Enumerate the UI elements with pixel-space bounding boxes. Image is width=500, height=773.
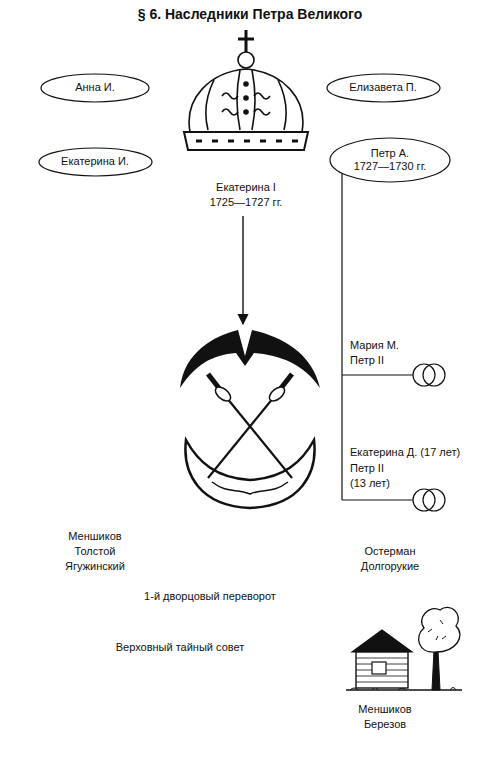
crown-pearl [244, 96, 248, 100]
marriage-note: Мария М. [350, 339, 399, 352]
house-window [372, 662, 386, 674]
event-note: 1-й дворцовый переворот [144, 590, 276, 603]
house-roof [352, 630, 412, 652]
exile-house-illustration [346, 607, 462, 690]
hat-fold [212, 482, 288, 494]
faction-name: Ягужинский [65, 560, 125, 573]
person-ellipse: Петр А.1727—1730 гг. [329, 137, 451, 183]
ellipse-shape [39, 148, 152, 176]
sword-blade [222, 392, 292, 478]
person-name: Анна И. [75, 81, 115, 94]
page-title: § 6. Наследники Петра Великого [0, 6, 500, 22]
marriage-note: Петр II [350, 462, 384, 475]
crown-illustration [184, 30, 308, 150]
house-wall [356, 652, 408, 688]
ellipse-text-holder: Петр А.1727—1730 гг. [329, 137, 451, 183]
crown-dome [189, 69, 303, 132]
ellipse-text-holder: Анна И. [40, 73, 150, 103]
ring-symbol [413, 364, 435, 386]
lineage-branch [342, 374, 413, 375]
person-name: Екатерина И. [61, 155, 129, 168]
ellipse-shape [330, 138, 450, 182]
exile-note: Меншиков [358, 703, 411, 716]
ellipse-shape [41, 74, 149, 102]
tree-trunk [432, 650, 440, 690]
crown-ornament [222, 93, 270, 115]
crown-base [184, 132, 308, 150]
person-ellipse: Екатерина И. [38, 147, 153, 177]
person-ellipse: Анна И. [40, 73, 150, 103]
institution-note: Верховный тайный совет [116, 641, 245, 654]
tree-leaves [428, 620, 446, 640]
house-logs [356, 658, 408, 682]
crown-cross [245, 30, 248, 52]
ellipse-shape [327, 74, 440, 102]
hat-brim [180, 330, 320, 388]
ground-line [346, 689, 462, 691]
reign-years: 1727—1730 гг. [354, 160, 427, 173]
hat-bowl [185, 440, 314, 508]
faction-name: Долгорукие [361, 560, 419, 573]
crown-cross [238, 38, 254, 41]
ring-symbol [423, 489, 445, 511]
hat-swords-illustration [180, 330, 320, 508]
person-name: Петр А. [371, 147, 409, 160]
person-ellipse: Елизавета П. [326, 73, 441, 103]
faction-name: Меншиков [68, 530, 121, 543]
crown-band [237, 70, 255, 130]
marriage-note: Петр II [350, 354, 384, 367]
lineage-line [341, 173, 342, 500]
ring-symbol [413, 489, 435, 511]
lineage-branch [342, 499, 413, 500]
ellipse-text-holder: Елизавета П. [326, 73, 441, 103]
ring-symbol [423, 364, 445, 386]
crown-orb [238, 52, 254, 68]
crown-band [206, 80, 286, 130]
crown-pearl [244, 82, 248, 86]
crown-base-ornament [196, 140, 298, 143]
faction-name: Остерман [365, 545, 416, 558]
succession-arrow [242, 216, 243, 324]
person-name: Елизавета П. [349, 81, 417, 94]
tree-crown [419, 607, 460, 652]
exile-note: Березов [364, 718, 406, 731]
reign-years: 1725—1727 гг. [210, 196, 283, 209]
marriage-note: (13 лет) [350, 477, 390, 490]
sword-guard [213, 384, 233, 403]
crown-pearl [244, 110, 248, 114]
monarch-name: Екатерина I [216, 181, 276, 194]
ellipse-text-holder: Екатерина И. [38, 147, 153, 177]
sword-guard [267, 384, 287, 403]
marriage-note: Екатерина Д. (17 лет) [350, 446, 460, 459]
sword-blade [208, 392, 278, 478]
faction-name: Толстой [75, 545, 116, 558]
